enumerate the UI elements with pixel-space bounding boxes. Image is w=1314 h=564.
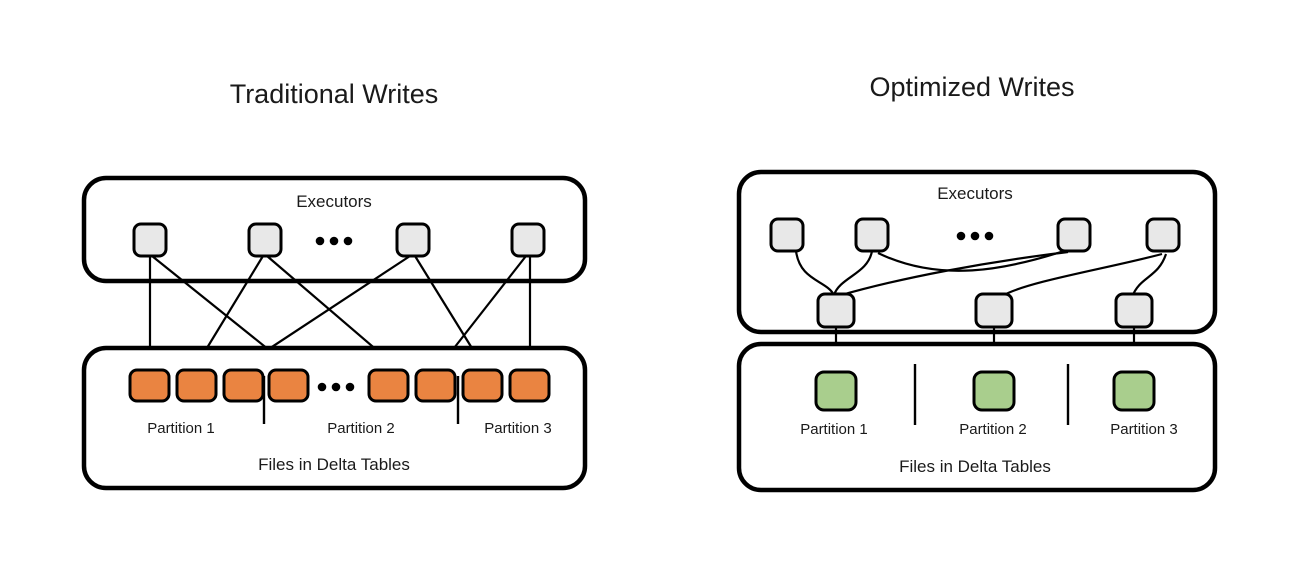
left-file-ellipsis-icon — [317, 382, 355, 392]
left-executors-panel-label: Executors — [296, 192, 372, 211]
right-shuffle-nodes — [816, 292, 1154, 329]
left-title: Traditional Writes — [230, 79, 439, 109]
left-file-2[interactable] — [175, 368, 218, 403]
right-file-2[interactable] — [972, 370, 1016, 412]
left-file-8[interactable] — [508, 368, 551, 403]
right-files-panel-label: Files in Delta Tables — [899, 457, 1051, 476]
left-file-7[interactable] — [461, 368, 504, 403]
right-executor-4[interactable] — [1145, 217, 1181, 253]
left-file-nodes — [128, 368, 551, 403]
right-shuffle-curves — [794, 249, 1168, 298]
left-diagram: Traditional Writes Executors — [81, 79, 588, 491]
left-file-4[interactable] — [267, 368, 310, 403]
right-curve-e1-s1 — [794, 250, 835, 296]
left-executor-1[interactable] — [132, 222, 168, 258]
left-files-panel-label: Files in Delta Tables — [258, 455, 410, 474]
right-curve-e3-s1-cross — [877, 249, 1065, 272]
right-executor-2[interactable] — [854, 217, 890, 253]
right-executor-3[interactable] — [1056, 217, 1092, 253]
left-executor-nodes — [132, 222, 546, 258]
right-curve-e2-s1 — [832, 250, 874, 296]
right-executors-panel-label: Executors — [937, 184, 1013, 203]
left-executors-panel-border — [81, 175, 588, 284]
right-executors-panel: Executors — [736, 169, 1218, 335]
left-executor-ellipsis-icon — [315, 236, 353, 246]
left-executor-2[interactable] — [247, 222, 283, 258]
left-executors-panel: Executors — [81, 175, 588, 284]
right-file-nodes — [814, 370, 1156, 412]
left-partition-label-2: Partition 2 — [327, 420, 395, 437]
left-executor-4[interactable] — [510, 222, 546, 258]
right-curve-e4-s3 — [1130, 253, 1168, 298]
left-file-6[interactable] — [414, 368, 457, 403]
left-file-1[interactable] — [128, 368, 171, 403]
right-curve-e4-s2 — [1003, 252, 1163, 296]
right-title: Optimized Writes — [869, 72, 1074, 102]
right-diagram: Optimized Writes Executors — [736, 72, 1218, 493]
right-executor-nodes — [769, 217, 1181, 253]
left-file-3[interactable] — [222, 368, 265, 403]
right-executors-panel-border — [736, 169, 1218, 335]
right-executor-ellipsis-icon — [956, 231, 994, 241]
right-file-1[interactable] — [814, 370, 858, 412]
right-files-panel-border — [736, 341, 1218, 493]
left-file-5[interactable] — [367, 368, 410, 403]
left-executor-3[interactable] — [395, 222, 431, 258]
right-executor-1[interactable] — [769, 217, 805, 253]
right-curve-e3-to-s1 — [837, 250, 1069, 298]
right-shuffle-node-3[interactable] — [1114, 292, 1154, 329]
right-partition-label-2: Partition 2 — [959, 421, 1027, 438]
right-shuffle-node-1[interactable] — [816, 292, 856, 329]
right-partition-label-1: Partition 1 — [800, 421, 868, 438]
right-shuffle-node-2[interactable] — [974, 292, 1014, 329]
right-partition-label-3: Partition 3 — [1110, 421, 1178, 438]
left-partition-label-1: Partition 1 — [147, 420, 215, 437]
right-file-3[interactable] — [1112, 370, 1156, 412]
right-files-panel: Files in Delta Tables — [736, 341, 1218, 493]
left-partition-label-3: Partition 3 — [484, 420, 552, 437]
